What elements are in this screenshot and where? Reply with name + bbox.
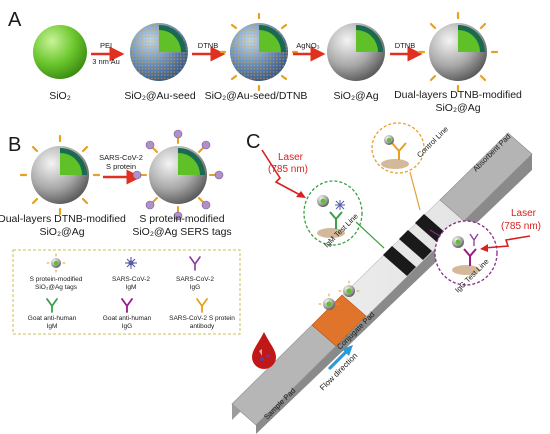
svg-text:antibody: antibody (190, 323, 215, 330)
step-label-sio2-ag: SiO₂@Ag (333, 90, 378, 102)
absorbent-pad (439, 132, 533, 222)
step-label-au-seed-dtnb: SiO₂@Au-seed/DTNB (205, 90, 308, 102)
arrow-pei-top-label: PEI (100, 41, 112, 50)
au-seed-particle (130, 23, 188, 81)
igg-test-line (399, 230, 432, 260)
igm-capture-icon (329, 211, 343, 229)
igg-icon (189, 256, 201, 271)
arrow-agno3-label: AgNO₃ (296, 41, 319, 50)
arrow-pei-bottom-label: 3 nm Au (92, 57, 120, 66)
panel-label-c: C (246, 131, 260, 153)
s-antibody-icon (196, 298, 208, 313)
blood-drop-icon (252, 332, 276, 369)
igm-test-line-zoom (303, 180, 363, 246)
sample-pad (231, 324, 337, 426)
anti-igg-icon (121, 298, 133, 313)
igm-test-line (383, 246, 416, 276)
panel-b-left-label-1: Dual-layers DTNB-modified (0, 213, 126, 225)
svg-text:IgG: IgG (190, 284, 200, 291)
panel-b-right-label-1: S protein-modified (139, 213, 224, 225)
arrow-dtnb-2-label: DTNB (395, 41, 415, 50)
control-antibody-icon (391, 142, 407, 160)
laser-right-label-2: (785 nm) (501, 221, 541, 232)
svg-text:IgM: IgM (47, 323, 58, 330)
legend-item-anti-igm: Goat anti-human IgM (28, 298, 77, 330)
svg-text:Goat anti-human: Goat anti-human (28, 315, 77, 322)
svg-text:SARS-CoV-2: SARS-CoV-2 (176, 276, 214, 283)
panel-label-a: A (8, 9, 22, 31)
arrow-dtnb-1-label: DTNB (198, 41, 218, 50)
legend-item-sers-tag: S protein-modified SiO₂@Ag tags (30, 253, 83, 291)
anti-igm-icon (46, 298, 58, 313)
legend-box (12, 249, 241, 335)
legend-item-igm: SARS-CoV-2 IgM (112, 257, 150, 291)
step-label-au-seed: SiO₂@Au-seed (124, 90, 196, 102)
laser-right-label-1: Laser (511, 208, 537, 219)
au-seed-dtnb-particle (219, 12, 299, 92)
panel-b-dtnb-particle (19, 134, 101, 216)
panel-b-left-label-2: SiO₂@Ag (39, 226, 84, 238)
sio2-ag-particle (327, 23, 385, 81)
laser-right-bolt (483, 235, 531, 249)
svg-text:SiO₂@Ag tags: SiO₂@Ag tags (35, 284, 78, 291)
step-label-sio2: SiO₂ (49, 90, 71, 102)
arrow-s-protein-label-1: SARS-CoV-2 (99, 153, 143, 162)
laser-left-label-2: (785 nm) (268, 164, 308, 175)
legend-item-s-antibody: SARS-CoV-2 S protein antibody (169, 298, 235, 330)
svg-text:Goat anti-human: Goat anti-human (103, 315, 152, 322)
step-label-dual-dtnb-1: Dual-layers DTNB-modified (394, 89, 522, 101)
svg-text:IgG: IgG (122, 323, 132, 330)
sers-tag-icon (46, 253, 66, 273)
panel-b-right-label-2: SiO₂@Ag SERS tags (132, 226, 231, 238)
igm-icon (125, 257, 137, 269)
svg-text:IgM: IgM (126, 284, 137, 291)
panel-label-b: B (8, 134, 21, 156)
silica-sphere (33, 25, 87, 79)
lateral-flow-strip (231, 132, 533, 434)
conjugate-particles (318, 280, 360, 310)
legend-item-igg: SARS-CoV-2 IgG (176, 256, 214, 291)
svg-text:SARS-CoV-2 S protein: SARS-CoV-2 S protein (169, 315, 235, 322)
laser-left-bolt (261, 149, 303, 197)
sers-tag-particle (132, 129, 224, 221)
igg-capture-icon (463, 248, 477, 266)
control-line-zoom (371, 122, 425, 174)
legend-item-anti-igg: Goat anti-human IgG (103, 298, 152, 330)
flow-arrow-head (342, 345, 353, 356)
svg-text:SARS-CoV-2: SARS-CoV-2 (112, 276, 150, 283)
laser-left-label-1: Laser (278, 152, 304, 163)
igg-test-line-zoom (434, 220, 498, 286)
dual-dtnb-particle (417, 11, 499, 93)
arrow-s-protein-label-2: S protein (106, 162, 136, 171)
svg-text:S protein-modified: S protein-modified (30, 276, 83, 283)
step-label-dual-dtnb-2: SiO₂@Ag (435, 102, 480, 114)
